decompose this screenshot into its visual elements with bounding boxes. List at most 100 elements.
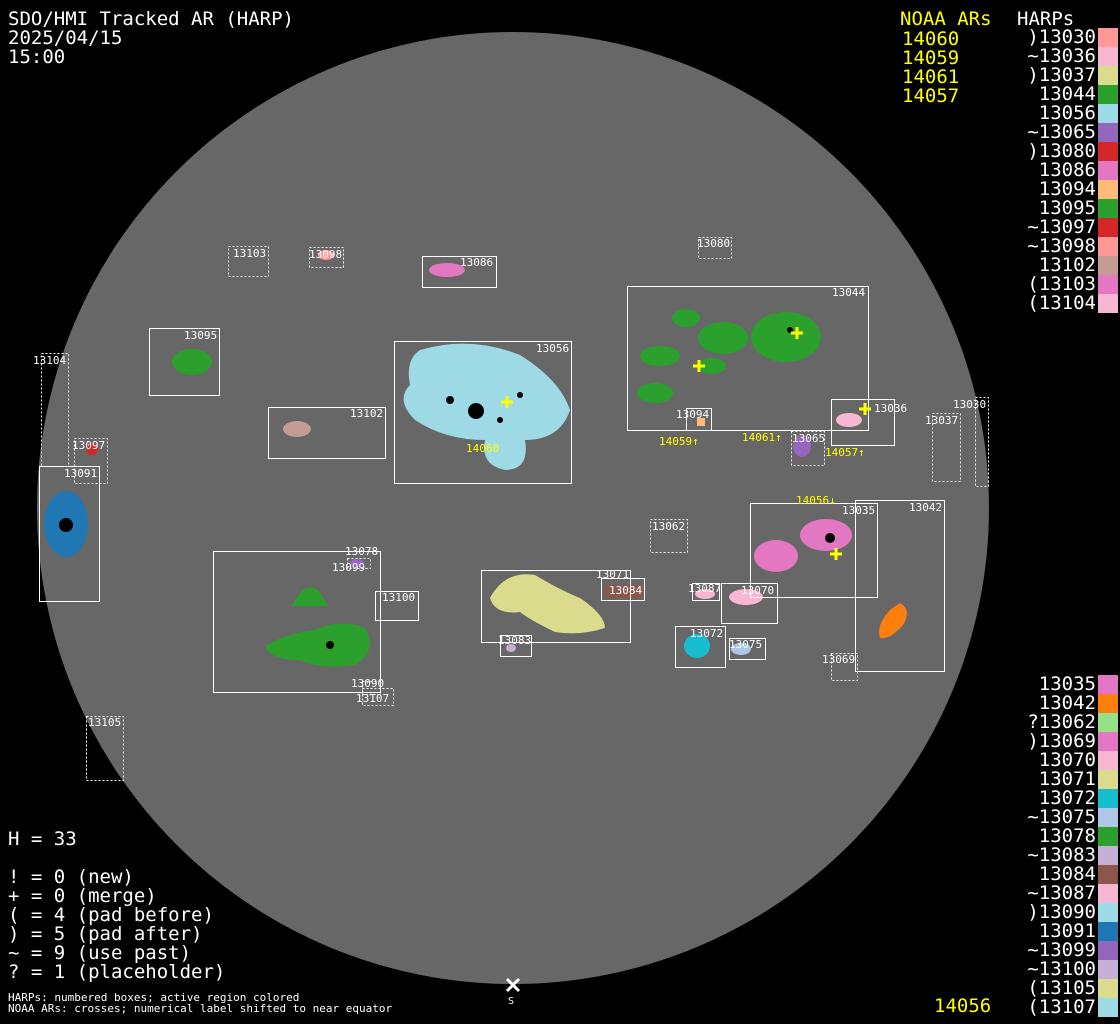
harp-box (500, 635, 532, 657)
harp-color-swatch (1098, 161, 1118, 180)
harp-label: 13069 (822, 653, 855, 666)
harp-label: 13075 (729, 638, 762, 651)
harp-box (721, 583, 778, 624)
harp-color-swatch (1098, 123, 1118, 142)
harp-color-swatch (1098, 960, 1118, 979)
harp-color-swatch (1098, 846, 1118, 865)
noaa-item: 14060 (902, 28, 960, 50)
region-13078b (265, 623, 370, 667)
region-13044b (698, 322, 748, 354)
noaa-label: 14061↑ (742, 431, 782, 444)
harp-box (675, 626, 726, 668)
harp-label: 13044 (832, 286, 865, 299)
harp-box (686, 408, 712, 431)
harp-box (213, 551, 381, 693)
harp-box (39, 466, 100, 602)
harp-legend-label: (13103 (1027, 273, 1096, 295)
harp-legend-label: 13042 (1038, 692, 1096, 714)
harp-box (149, 328, 220, 396)
harp-label: 13035 (842, 504, 875, 517)
harp-box-labels: 13103 13098 13086 13080 13044 13095 1310… (33, 237, 986, 729)
stat-line: ) = 5 (pad after) (8, 923, 203, 945)
south-pole-x-icon (505, 977, 521, 993)
harp-color-swatch (1098, 199, 1118, 218)
harp-label: 13107 (356, 692, 389, 705)
harp-legend-label: 13091 (1038, 920, 1096, 942)
harp-boxes (39, 237, 989, 781)
region-13044a (672, 309, 700, 327)
region-13072 (684, 634, 710, 658)
harp-legend-label: ~13036 (1027, 45, 1096, 67)
harps-legend-title: HARPs (1017, 8, 1075, 30)
harp-color-swatch (1098, 713, 1118, 732)
harp-color-swatch (1098, 751, 1118, 770)
harp-label: 13102 (350, 407, 383, 420)
region-13035b (754, 540, 798, 572)
harp-label: 13086 (460, 256, 493, 269)
harp-box (791, 431, 825, 466)
region-13071 (490, 574, 605, 634)
noaa-labels: 14060 14059↑ 14061↑ 14057↑ 14056↓ (466, 431, 865, 507)
harp-label: 13072 (690, 627, 723, 640)
harp-color-swatch (1098, 979, 1118, 998)
harp-label: 13030 (953, 398, 986, 411)
harp-legend-label: 13084 (1038, 863, 1096, 885)
region-13044d (640, 346, 680, 366)
harp-legend-label: ~13083 (1027, 844, 1096, 866)
harp-label: 13103 (233, 247, 266, 260)
harp-legend-label: ~13075 (1027, 806, 1096, 828)
time: 15:00 (8, 46, 66, 68)
harp-count: H = 33 (8, 828, 77, 850)
harp-box (481, 570, 631, 643)
region-13044e (698, 358, 726, 374)
harp-color-swatch (1098, 28, 1118, 47)
noaa-item-bottom: 14056 (934, 995, 992, 1017)
region-13036 (836, 413, 862, 427)
harp-color-swatch (1098, 256, 1118, 275)
harp-color-swatch (1098, 941, 1118, 960)
region-13097 (86, 443, 98, 455)
region-13084 (605, 585, 643, 598)
harp-color-swatch (1098, 294, 1118, 313)
active-regions (44, 250, 907, 667)
harp-label: 13087 (688, 582, 721, 595)
harp-label: 13104 (33, 354, 66, 367)
harp-color-swatch (1098, 808, 1118, 827)
harp-color-swatch (1098, 104, 1118, 123)
harp-label: 13091 (64, 467, 97, 480)
harp-label: 13065 (792, 432, 825, 445)
harp-legend-label: 13102 (1038, 254, 1096, 276)
harp-color-swatch (1098, 789, 1118, 808)
region-13044c (751, 312, 821, 362)
harp-legend-label: 13095 (1038, 197, 1096, 219)
noaa-label: 14060 (466, 442, 499, 455)
harp-legend-label: 13056 (1038, 102, 1096, 124)
harp-legend-label: (13105 (1027, 977, 1096, 999)
harp-label: 13090 (351, 677, 384, 690)
harp-label: 13042 (909, 501, 942, 514)
harp-legend-label: )13080 (1027, 140, 1096, 162)
harp-label: 13083 (498, 634, 531, 647)
harp-color-swatch (1098, 85, 1118, 104)
noaa-item: 14059 (902, 47, 960, 69)
harp-label: 13071 (596, 568, 629, 581)
south-label: S (508, 996, 514, 1007)
footer-note: NOAA ARs: crosses; numerical label shift… (8, 1002, 393, 1015)
harp-box (347, 558, 371, 569)
region-13042 (879, 603, 907, 639)
harp-label: 13070 (741, 584, 774, 597)
harp-box (831, 653, 858, 681)
noaa-item: 14057 (902, 85, 960, 107)
harp-color-swatch (1098, 732, 1118, 751)
harp-box (627, 286, 869, 431)
noaa-legend-title: NOAA ARs (900, 8, 992, 30)
harp-box (650, 519, 688, 553)
harp-color-swatch (1098, 770, 1118, 789)
harp-label: 13095 (184, 329, 217, 342)
noaa-cross-icon (501, 396, 513, 408)
noaa-item: 14061 (902, 66, 960, 88)
harp-legend-label: 13035 (1038, 673, 1096, 695)
stat-line: ~ = 9 (use past) (8, 942, 192, 964)
stat-line: + = 0 (merge) (8, 885, 157, 907)
